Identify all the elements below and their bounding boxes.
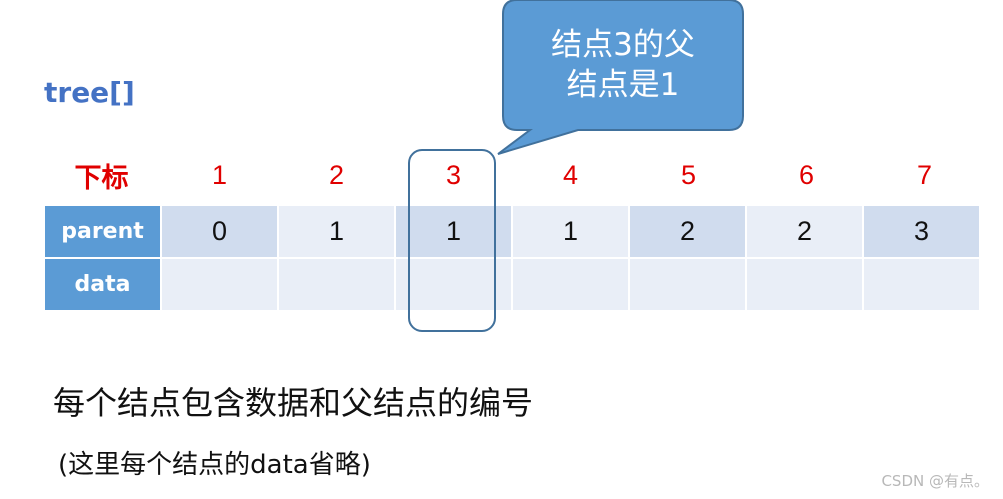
index-number: 2	[328, 159, 345, 190]
parent-cell: 1	[396, 206, 511, 257]
column-3-highlight	[408, 149, 496, 332]
index-number: 1	[211, 159, 228, 190]
parent-cell: 2	[747, 206, 862, 257]
data-cell	[513, 259, 628, 310]
parent-cell: 1	[279, 206, 394, 257]
data-cell	[279, 259, 394, 310]
array-title: tree[]	[44, 76, 135, 109]
data-row-label: data	[45, 259, 160, 310]
index-number: 3	[445, 159, 462, 190]
parent-row-label: parent	[45, 206, 160, 257]
index-number: 5	[680, 159, 697, 190]
index-number: 4	[562, 159, 579, 190]
index-number: 6	[798, 159, 815, 190]
data-cell	[747, 259, 862, 310]
data-cell	[162, 259, 277, 310]
index-row-label: 下标	[74, 162, 129, 194]
parent-cell: 3	[864, 206, 979, 257]
parent-cell: 0	[162, 206, 277, 257]
data-cell	[630, 259, 745, 310]
watermark: CSDN @有点。	[881, 472, 989, 490]
note-text: (这里每个结点的data省略)	[58, 450, 371, 480]
data-cell	[864, 259, 979, 310]
callout-line-1: 结点3的父	[551, 27, 695, 63]
index-number: 7	[916, 159, 933, 190]
callout-text: 结点3的父 结点是1	[503, 0, 743, 130]
data-cell	[396, 259, 511, 310]
parent-cell: 1	[513, 206, 628, 257]
parent-cell: 2	[630, 206, 745, 257]
tree-array-table: parent 0 1 1 1 2 2 3 data	[43, 204, 981, 312]
data-row: data	[45, 259, 979, 310]
parent-row: parent 0 1 1 1 2 2 3	[45, 206, 979, 257]
description-text: 每个结点包含数据和父结点的编号	[53, 384, 534, 422]
callout-line-2: 结点是1	[566, 67, 680, 103]
